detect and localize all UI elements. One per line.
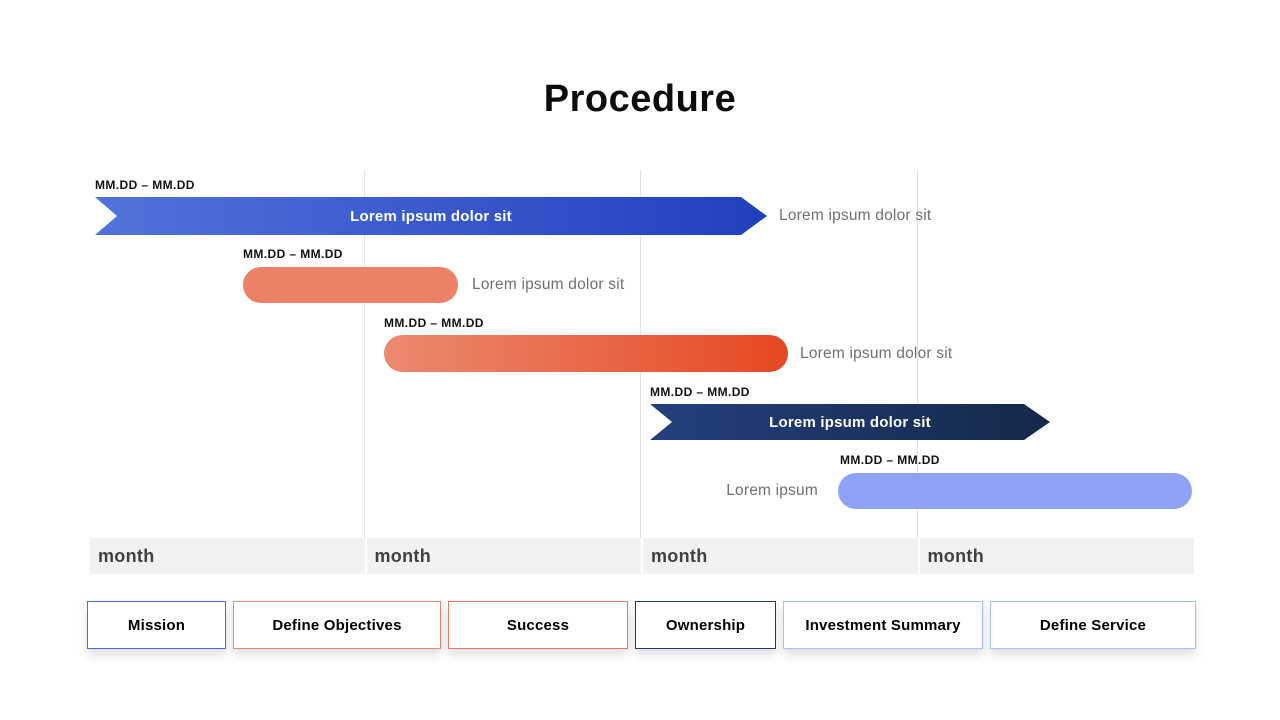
mission-button[interactable]: Mission: [87, 601, 226, 649]
page-title: Procedure: [543, 78, 737, 120]
gridline: [917, 170, 918, 538]
define-objectives-button[interactable]: Define Objectives: [233, 601, 441, 649]
gridline: [364, 170, 365, 538]
month-axis: month month month month: [90, 538, 1194, 574]
task5-side-label: Lorem ipsum: [726, 482, 818, 499]
month-column-4: month: [919, 538, 1194, 574]
task1-bar: Lorem ipsum dolor sit: [95, 197, 767, 235]
task2-side-label: Lorem ipsum dolor sit: [472, 276, 625, 293]
month-column-1: month: [90, 538, 365, 574]
month-column-2: month: [366, 538, 641, 574]
task3-date-range: MM.DD – MM.DD: [384, 316, 484, 330]
task1-date-range: MM.DD – MM.DD: [95, 178, 195, 192]
task5-bar: [838, 473, 1192, 509]
task2-bar: [243, 267, 458, 303]
investment-summary-button[interactable]: Investment Summary: [783, 601, 983, 649]
task3-side-label: Lorem ipsum dolor sit: [800, 345, 953, 362]
task1-bar-label: Lorem ipsum dolor sit: [350, 207, 512, 225]
month-column-3: month: [643, 538, 918, 574]
task3-bar: [384, 335, 788, 372]
task4-bar-label: Lorem ipsum dolor sit: [769, 413, 931, 431]
legend-button-row: Mission Define Objectives Success Owners…: [87, 601, 1196, 649]
define-service-button[interactable]: Define Service: [990, 601, 1196, 649]
ownership-button[interactable]: Ownership: [635, 601, 776, 649]
task2-date-range: MM.DD – MM.DD: [243, 247, 343, 261]
task5-date-range: MM.DD – MM.DD: [840, 453, 940, 467]
task4-date-range: MM.DD – MM.DD: [650, 385, 750, 399]
task4-bar: Lorem ipsum dolor sit: [650, 404, 1050, 440]
success-button[interactable]: Success: [448, 601, 628, 649]
task1-side-label: Lorem ipsum dolor sit: [779, 207, 932, 224]
gantt-chart: MM.DD – MM.DD Lorem ipsum dolor sit Lore…: [90, 170, 1194, 538]
